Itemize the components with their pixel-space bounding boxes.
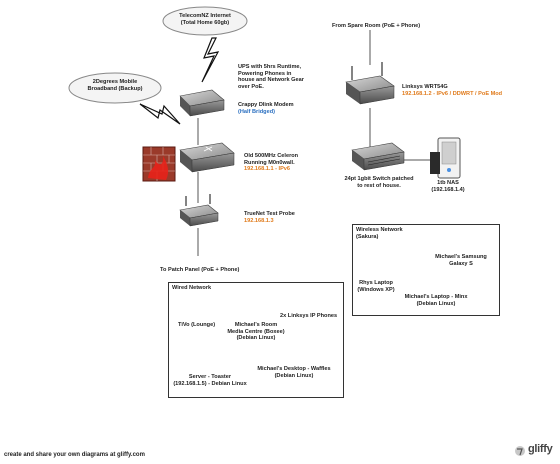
- firewall-label: Old 500MHz Celeron Running M0n0wall. 192…: [244, 153, 298, 173]
- michael-laptop-line-1: Michael's Laptop - Minx: [404, 294, 468, 300]
- media-centre-line-2: Media Centre (Boxee): [227, 328, 285, 335]
- media-centre-line-1: Michael's Room: [234, 322, 278, 328]
- wireless-subtitle: (Sakura): [356, 233, 379, 240]
- lightning-bolt-icon: [201, 37, 220, 83]
- modem-icon: [179, 89, 225, 117]
- wireless-network-group: Wireless Network (Sakura): [352, 224, 500, 316]
- michael-laptop-line-2: (Debian Linux): [416, 300, 456, 307]
- modem-detail: (Half Bridged): [238, 108, 275, 115]
- samsung-line-1: Michael's Samsung: [435, 254, 487, 260]
- wired-network-title: Wired Network: [172, 285, 212, 291]
- desktop-line-2: (Debian Linux): [274, 372, 314, 379]
- rhys-laptop-line-2: (Windows XP): [357, 286, 395, 293]
- router-icon: [179, 142, 235, 173]
- tivo-label: TiVo (Lounge): [178, 322, 216, 328]
- wireless-title: Wireless Network: [356, 227, 403, 233]
- modem-label: Crappy Dlink Modem (Half Bridged): [238, 102, 294, 115]
- ups-line-1: UPS with 5hrs Runtime,: [238, 64, 302, 70]
- nas-label: 1tb NAS (192.168.1.4): [424, 180, 472, 193]
- footer-link[interactable]: create and share your own diagrams at gl…: [4, 452, 145, 458]
- wired-network-group: Wired Network: [168, 282, 344, 398]
- ups-label: UPS with 5hrs Runtime, Powering Phones i…: [238, 64, 304, 90]
- ip-phones-label: 2x Linksys IP Phones: [280, 313, 338, 319]
- telecomnz-sub-label: (Total Home 60gb): [180, 19, 230, 26]
- telecomnz-label: TelecomNZ Internet: [179, 13, 231, 19]
- patch-panel-label: To Patch Panel (PoE + Phone): [160, 267, 240, 273]
- switch-line-2: to rest of house.: [357, 182, 401, 189]
- server-line-1: Server - Toaster: [188, 374, 232, 380]
- twodegrees-sub-label: Broadband (Backup): [87, 85, 143, 92]
- samsung-label: Michael's Samsung Galaxy S: [432, 254, 490, 267]
- cloud-icon: [162, 6, 248, 36]
- firewall-icon: [142, 146, 176, 182]
- michael-laptop-label: Michael's Laptop - Minx (Debian Linux): [398, 294, 474, 307]
- twodegrees-label: 2Degrees Mobile: [92, 79, 138, 85]
- spare-room-label: From Spare Room (PoE + Phone): [332, 23, 421, 29]
- telecomnz-cloud-label: TelecomNZ Internet (Total Home 60gb): [176, 13, 234, 26]
- probe-ip: 192.168.1.3: [244, 217, 274, 224]
- firewall-ip: 192.168.1.1 - IPv6: [244, 166, 291, 173]
- nas-name: 1tb NAS: [437, 180, 459, 186]
- server-line-2: (192.168.1.5) - Debian Linux: [173, 380, 247, 387]
- linksys-name: Linksys WRT54G: [402, 84, 448, 90]
- switch-label: 24pt 1gbit Switch patched to rest of hou…: [340, 176, 418, 189]
- media-centre-line-3: (Debian Linux): [236, 335, 276, 342]
- ups-line-3: house and Network Gear: [238, 77, 304, 84]
- desktop-line-1: Michael's Desktop - Waffles: [257, 366, 331, 372]
- media-centre-label: Michael's Room Media Centre (Boxee) (Deb…: [226, 322, 286, 342]
- twodegrees-cloud-label: 2Degrees Mobile Broadband (Backup): [84, 79, 146, 92]
- probe-label: TrueNet Test Probe 192.168.1.3: [244, 211, 295, 224]
- probe-router-icon: [179, 194, 219, 227]
- probe-name: TrueNet Test Probe: [244, 211, 295, 217]
- nas-ip: (192.168.1.4): [431, 186, 465, 193]
- switch-icon: [351, 142, 405, 171]
- switch-line-1: 24pt 1gbit Switch patched: [344, 176, 414, 182]
- firewall-line-2: Running M0n0wall.: [244, 159, 295, 166]
- nas-icon: [430, 137, 461, 179]
- lightning-bolt-icon: [139, 103, 181, 125]
- ups-line-4: over PoE.: [238, 83, 264, 90]
- desktop-label: Michael's Desktop - Waffles (Debian Linu…: [252, 366, 336, 379]
- connection-lines: [197, 30, 432, 256]
- wireless-router-icon: [345, 62, 395, 105]
- linksys-detail: 192.168.1.2 - IPv6 / DDWRT / PoE Mod: [402, 90, 503, 97]
- samsung-line-2: Galaxy S: [449, 260, 473, 267]
- rhys-laptop-label: Rhys Laptop (Windows XP): [354, 280, 398, 293]
- linksys-label: Linksys WRT54G 192.168.1.2 - IPv6 / DDWR…: [402, 84, 502, 97]
- ups-line-2: Powering Phones in: [238, 70, 292, 77]
- modem-name: Crappy Dlink Modem: [238, 102, 294, 108]
- server-label: Server - Toaster (192.168.1.5) - Debian …: [170, 374, 250, 387]
- firewall-line-1: Old 500MHz Celeron: [244, 153, 299, 159]
- gliffy-logo-icon: [515, 446, 525, 456]
- wireless-network-title: Wireless Network (Sakura): [356, 227, 403, 240]
- rhys-laptop-line-1: Rhys Laptop: [359, 280, 393, 286]
- gliffy-brand[interactable]: gliffy: [528, 443, 553, 455]
- cloud-icon: [68, 72, 162, 104]
